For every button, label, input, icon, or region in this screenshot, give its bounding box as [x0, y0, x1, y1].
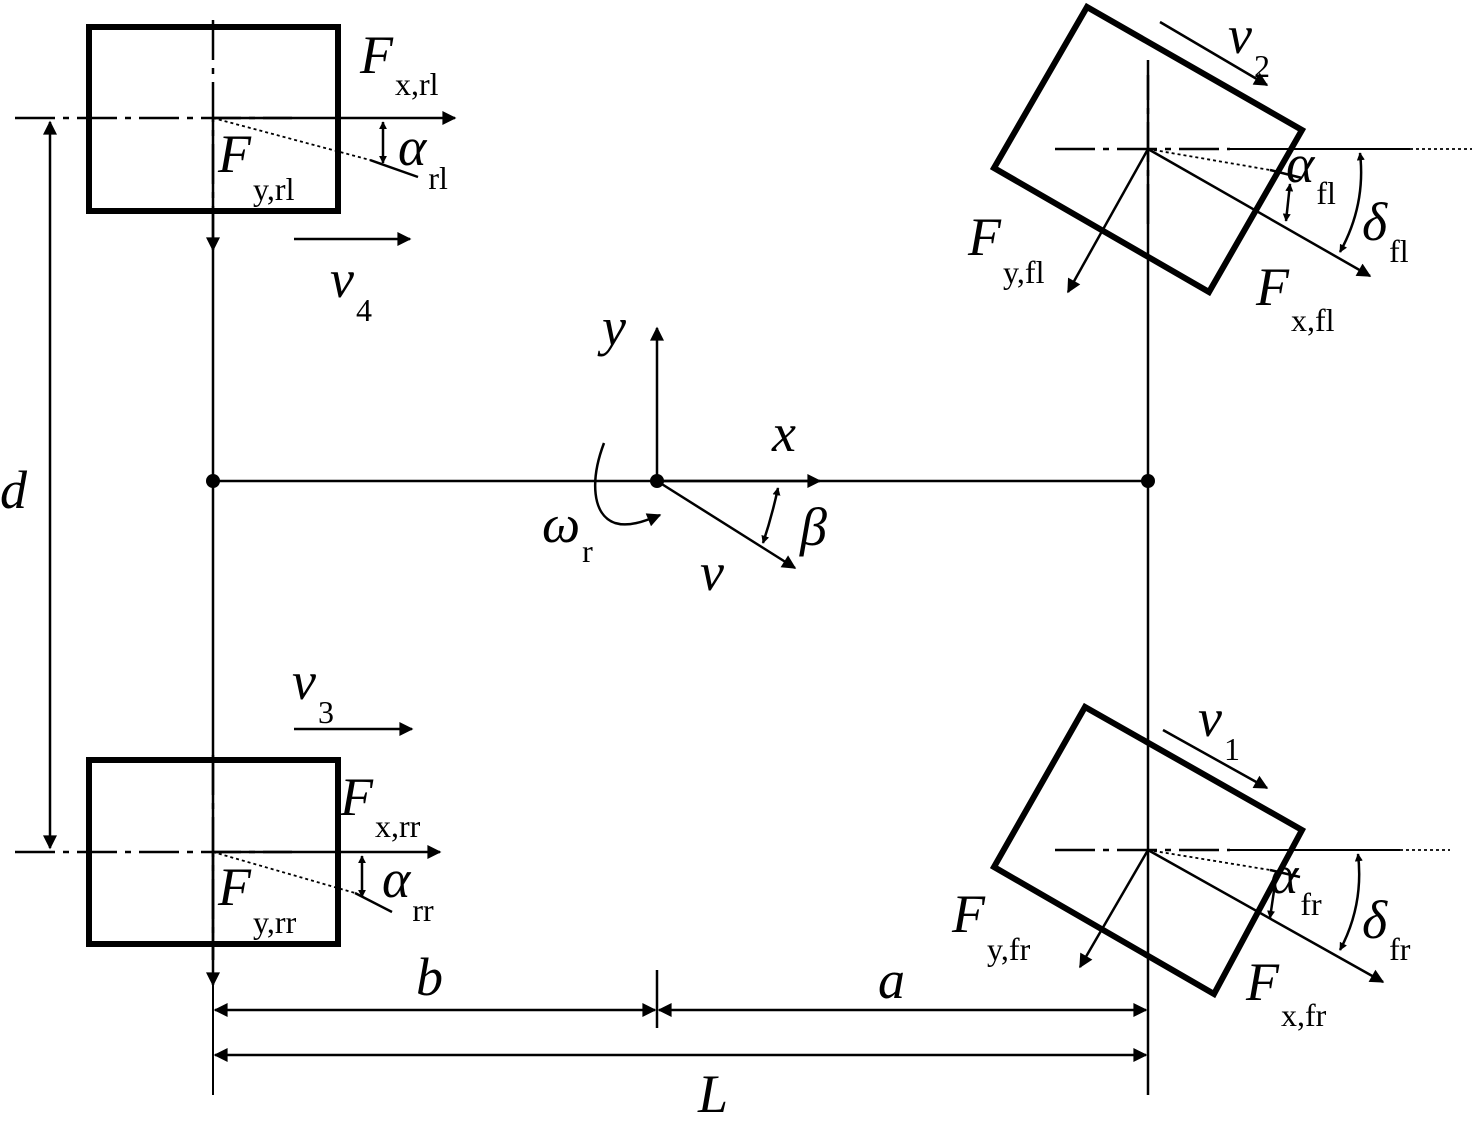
- fy-rr-label: Fy,rr: [217, 857, 297, 940]
- alpha-rr-label: αrr: [382, 849, 434, 928]
- sideslip-angle-arc: [761, 487, 781, 544]
- wheel-front-right-body: [989, 702, 1307, 999]
- axis-y-label: y: [597, 297, 626, 357]
- front-axle-center-dot: [1141, 474, 1155, 488]
- alpha-fr-label: αfr: [1270, 845, 1322, 922]
- alpha-fl-arc: [1282, 183, 1294, 222]
- velocity-label: v: [700, 542, 724, 602]
- fx-rl-label: Fx,rl: [359, 25, 439, 102]
- wheel-front-left-body: [989, 2, 1307, 297]
- b-label: b: [416, 947, 443, 1007]
- wheel-front-right: [989, 702, 1450, 999]
- slip-direction-fl: [1147, 148, 1271, 171]
- v3-label: v3: [292, 651, 334, 730]
- delta-fl-arc: [1338, 152, 1365, 253]
- delta-fr-arc: [1338, 853, 1363, 951]
- wheel-rear-right: [15, 755, 442, 987]
- alpha-rl-label: αrl: [398, 117, 448, 196]
- a-label: a: [878, 950, 905, 1010]
- fy-fl-arrow: [1066, 148, 1150, 294]
- wheel-rear-left: [15, 20, 457, 252]
- rear-axle-center-dot: [206, 474, 220, 488]
- velocity-arrow: [656, 479, 797, 570]
- fx-fr-label: Fx,fr: [1245, 952, 1327, 1033]
- yaw-rate-label: ωr: [542, 494, 593, 569]
- delta-fr-label: δfr: [1362, 890, 1411, 967]
- fx-fl-arrow: [1147, 147, 1372, 278]
- alpha-fl-label: αfl: [1286, 134, 1336, 211]
- axis-x-label: x: [771, 403, 796, 463]
- alpha-fr-arc: [1267, 883, 1278, 919]
- sideslip-label: β: [799, 497, 827, 557]
- wheel-front-left: [989, 2, 1472, 297]
- fy-fr-arrow: [1078, 849, 1150, 969]
- fy-fr-label: Fy,fr: [951, 884, 1031, 967]
- fx-fr-arrow: [1147, 848, 1385, 984]
- v2-label: v2: [1228, 5, 1270, 84]
- yaw-rate-arrow: [593, 442, 662, 527]
- v1-arrow: [1162, 728, 1269, 790]
- L-label: L: [697, 1064, 728, 1124]
- fx-fl-label: Fx,fl: [1255, 257, 1335, 338]
- slip-direction-rl-tick: [369, 158, 419, 179]
- slip-direction-fr: [1147, 849, 1271, 871]
- track-width-label: d: [0, 460, 28, 520]
- slip-direction-rr: [212, 851, 356, 894]
- fx-rr-label: Fx,rr: [339, 767, 421, 844]
- v4-label: v4: [330, 249, 372, 328]
- v2-arrow: [1159, 20, 1269, 87]
- fy-rl-label: Fy,rl: [217, 124, 295, 207]
- fy-fl-label: Fy,fl: [967, 207, 1045, 290]
- slip-direction-fr-tick: [1269, 868, 1301, 879]
- slip-direction-fl-tick: [1269, 168, 1303, 180]
- v1-label: v1: [1198, 688, 1240, 767]
- delta-fl-label: δfl: [1362, 192, 1409, 269]
